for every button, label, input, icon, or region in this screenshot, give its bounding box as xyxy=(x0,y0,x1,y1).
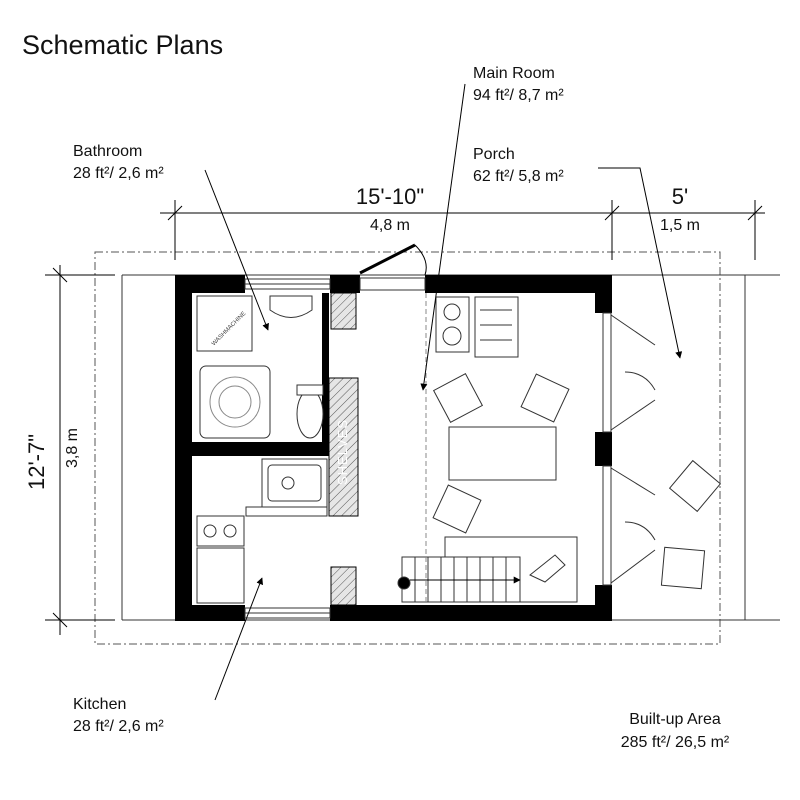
built-up-outline xyxy=(94,251,721,645)
leader-lines xyxy=(204,83,683,701)
folding-doors xyxy=(602,312,656,586)
main-room-furniture xyxy=(432,296,578,603)
page-title: Schematic Plans xyxy=(22,30,224,60)
built-up-area: 285 ft²/ 26,5 m² xyxy=(620,734,730,751)
bathroom-fixtures xyxy=(196,295,324,439)
depth-imperial: 12'-7" xyxy=(24,433,49,490)
main-room-area: 94 ft²/ 8,7 m² xyxy=(473,87,564,104)
built-up-name: Built-up Area xyxy=(629,711,721,728)
main-room-name: Main Room xyxy=(473,65,555,82)
windows xyxy=(244,278,331,619)
shelves-label: SHELVES xyxy=(335,418,350,485)
depth-metric: 3,8 m xyxy=(64,427,81,468)
door-leaf xyxy=(359,243,416,275)
dimension-lines xyxy=(45,200,765,635)
porch-metric: 1,5 m xyxy=(659,217,700,234)
porch-chairs xyxy=(660,459,722,590)
kitchen-area: 28 ft²/ 2,6 m² xyxy=(73,718,164,735)
porch-name: Porch xyxy=(473,146,515,163)
kitchen-fixtures xyxy=(196,458,328,604)
porch-area: 62 ft²/ 5,8 m² xyxy=(473,168,564,185)
exterior-walls xyxy=(175,275,612,621)
width-metric: 4,8 m xyxy=(369,217,410,234)
porch-imperial: 5' xyxy=(671,184,689,209)
bathroom-name: Bathroom xyxy=(73,143,143,160)
pillars xyxy=(328,292,359,606)
width-imperial: 15'-10" xyxy=(355,184,425,209)
bathroom-area: 28 ft²/ 2,6 m² xyxy=(73,165,164,182)
kitchen-name: Kitchen xyxy=(73,696,127,713)
stairs xyxy=(397,556,521,603)
